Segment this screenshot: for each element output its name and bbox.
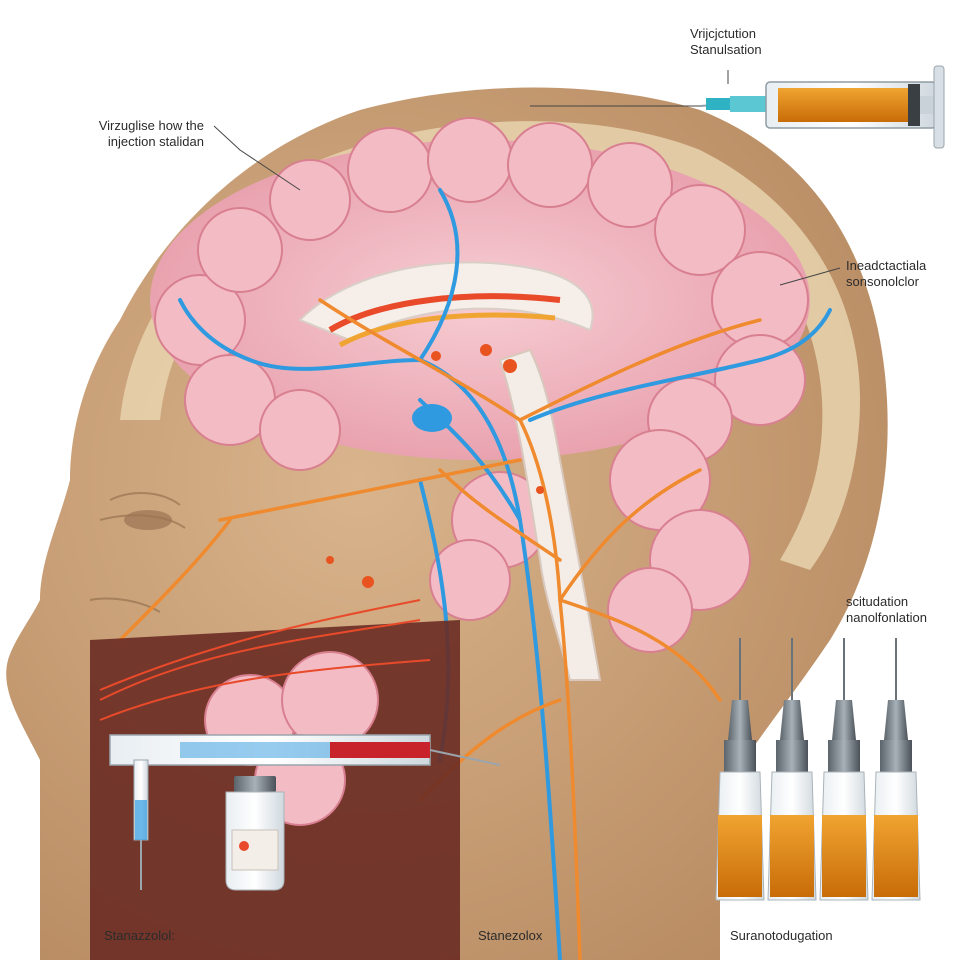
annotation-right-mid-line1: Ineadctactiala [846, 258, 927, 273]
oral-vessels [99, 599, 431, 721]
left-syringe [109, 734, 501, 890]
caption-right: Suranotodugation [730, 928, 833, 943]
small-vial [225, 776, 285, 891]
annotation-top-left-line2: injection stalidan [107, 134, 204, 149]
annotation-right-low-line1: scitudation [846, 594, 909, 609]
annotation-right-mid-line2: sonsonolclor [846, 274, 919, 289]
vial-set [715, 638, 921, 901]
eye [124, 510, 172, 530]
annotation-top-left: Virzuglise how the injection stalidan [44, 118, 204, 150]
cerebrum [150, 117, 810, 471]
cerebellum [429, 429, 751, 653]
caption-left: Stanazzolol: [104, 928, 175, 943]
annotation-right-low-line2: nanolfonlation [846, 610, 927, 625]
red-particles [326, 344, 544, 588]
pituitary [412, 404, 452, 432]
annotation-top-right-line2: Stanulsation [690, 42, 762, 57]
annotation-top-left-line1: Virzuglise how the [98, 118, 204, 133]
annotation-top-right: Vrijcjctution Stanulsation [690, 26, 810, 58]
annotation-top-right-line1: Vrijcjctution [690, 26, 756, 41]
top-syringe [699, 65, 945, 149]
leader-lines [213, 70, 841, 286]
caption-center: Stanezolox [478, 928, 543, 943]
annotation-right-low: scitudation nanolfonlation [846, 594, 958, 626]
annotation-right-mid: Ineadctactiala sonsonolclor [846, 258, 958, 290]
